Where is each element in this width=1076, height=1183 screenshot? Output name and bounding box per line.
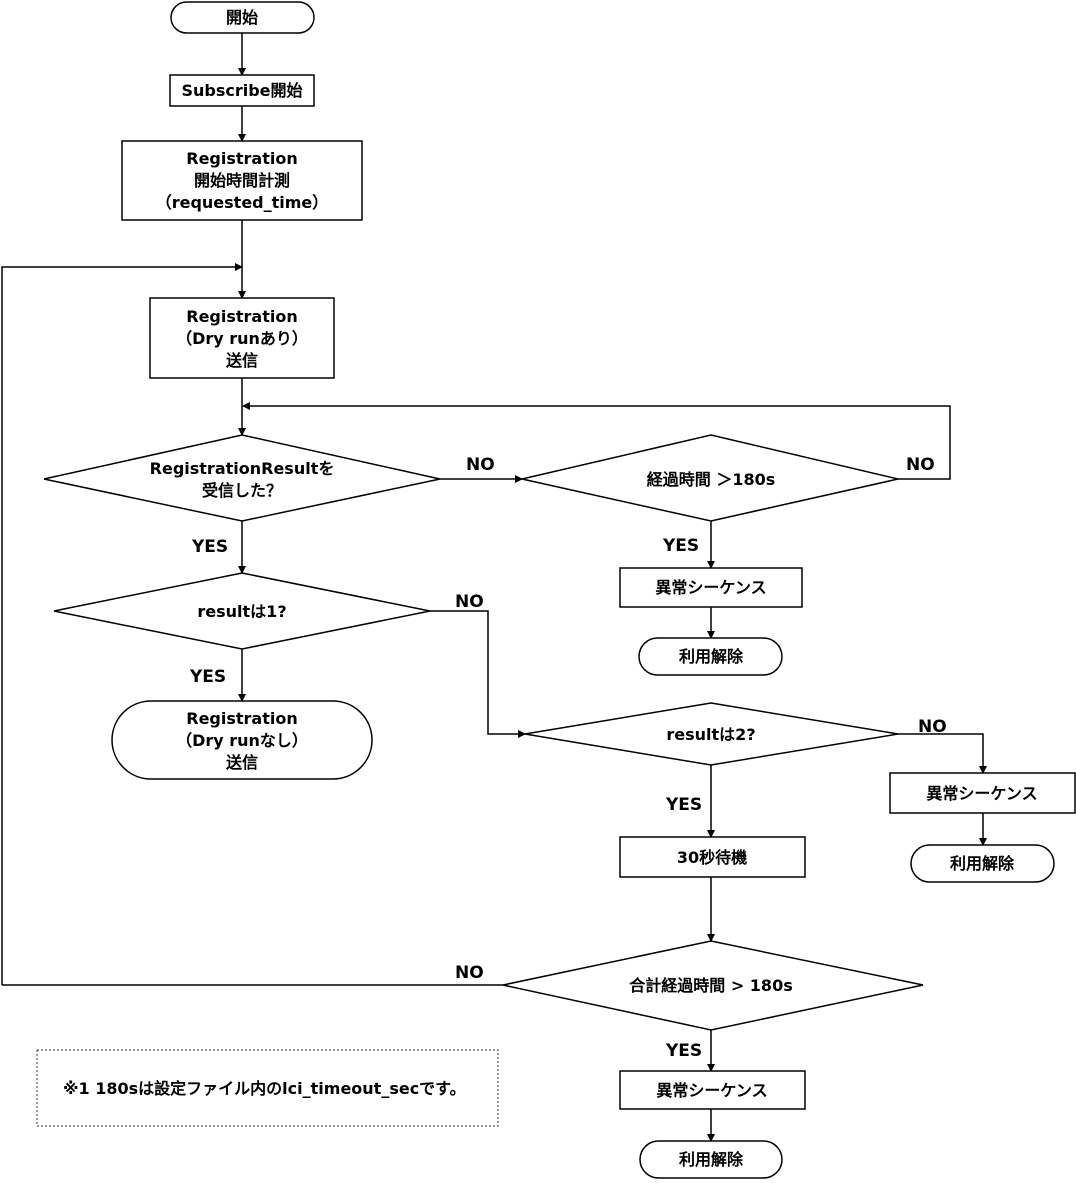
node-abnormal-2: 異常シーケンス: [889, 772, 1076, 814]
edge-labels: NO NO YES YES NO YES NO YES NO YES: [189, 455, 947, 1061]
node-wait30: 30秒待機: [619, 836, 806, 878]
edge-result1-no: [430, 610, 526, 738]
note-box: ※1 180sは設定ファイル内のlci_timeout_secです。: [36, 1049, 499, 1127]
node-registration-dry-line3: 送信: [225, 351, 258, 370]
node-start-text: 開始: [226, 8, 258, 27]
decision-result2: resultは2?: [524, 702, 899, 766]
node-subscribe-text: Subscribe開始: [181, 81, 302, 100]
node-registration-measure-line1: Registration: [186, 149, 297, 168]
node-registration-nodry-line2: （Dry runなし）: [176, 731, 308, 750]
node-registration-dry-line1: Registration: [186, 307, 297, 326]
label-no-received: NO: [466, 455, 495, 475]
label-no-result2: NO: [918, 717, 947, 737]
node-release-2: 利用解除: [910, 844, 1055, 883]
node-release-1-text: 利用解除: [679, 647, 744, 666]
decision-result-received-line1: RegistrationResultを: [150, 459, 335, 478]
edge-result2-no: [898, 733, 987, 774]
label-no-result1: NO: [455, 592, 484, 612]
label-no-total: NO: [455, 963, 484, 983]
node-subscribe: Subscribe開始: [169, 74, 315, 107]
node-abnormal-1: 異常シーケンス: [619, 567, 803, 608]
decision-total: 合計経過時間 > 180s: [502, 940, 924, 1031]
decision-result1-text: resultは1?: [197, 602, 286, 621]
edge-total-no-loop: [1, 263, 243, 985]
label-yes-result2: YES: [665, 795, 702, 815]
node-release-3: 利用解除: [639, 1140, 783, 1179]
decision-total-text: 合計経過時間 > 180s: [629, 976, 792, 995]
node-release-1: 利用解除: [638, 637, 783, 676]
decision-result-received-line2: 受信した？: [202, 481, 282, 500]
node-abnormal-3: 異常シーケンス: [619, 1070, 806, 1110]
node-registration-nodry: Registration （Dry runなし） 送信: [111, 700, 373, 780]
edge-elapsed-no-loop: [242, 402, 951, 480]
label-yes-result1: YES: [189, 667, 226, 687]
decision-result1: resultは1?: [53, 572, 431, 650]
decision-result2-text: resultは2?: [666, 725, 755, 744]
note-text: ※1 180sは設定ファイル内のlci_timeout_secです。: [63, 1079, 466, 1098]
node-registration-measure-line3: （requested_time）: [156, 193, 329, 212]
node-abnormal-2-text: 異常シーケンス: [926, 784, 1037, 803]
node-start: 開始: [170, 1, 315, 34]
node-registration-measure-line2: 開始時間計測: [194, 171, 290, 190]
decision-result-received: RegistrationResultを 受信した？: [43, 434, 441, 522]
label-yes-elapsed: YES: [662, 536, 699, 556]
node-abnormal-3-text: 異常シーケンス: [656, 1081, 767, 1100]
node-wait30-text: 30秒待機: [677, 848, 747, 867]
edges: [1, 33, 987, 1142]
node-registration-nodry-line3: 送信: [225, 753, 258, 772]
node-registration-dry: Registration （Dry runあり） 送信: [149, 297, 335, 379]
node-abnormal-1-text: 異常シーケンス: [655, 578, 766, 597]
decision-elapsed-text: 経過時間 ＞180s: [647, 470, 776, 489]
label-yes-received: YES: [191, 537, 228, 557]
label-no-elapsed: NO: [906, 455, 935, 475]
node-registration-dry-line2: （Dry runあり）: [176, 329, 308, 348]
decision-elapsed: 経過時間 ＞180s: [521, 434, 899, 522]
node-registration-measure: Registration 開始時間計測 （requested_time）: [121, 140, 363, 221]
node-release-3-text: 利用解除: [679, 1150, 744, 1169]
node-release-2-text: 利用解除: [950, 854, 1015, 873]
node-registration-nodry-line1: Registration: [186, 709, 297, 728]
label-yes-total: YES: [665, 1041, 702, 1061]
